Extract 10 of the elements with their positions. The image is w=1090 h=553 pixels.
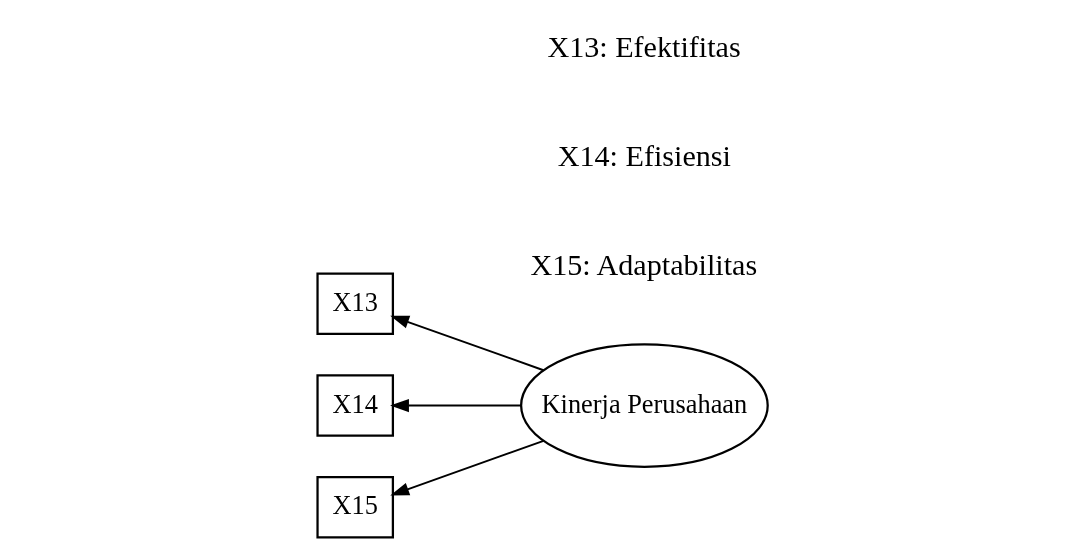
node-box: X15 bbox=[315, 476, 394, 539]
label: X13: Efektifitas bbox=[546, 29, 741, 64]
label: X14: Efisiensi bbox=[557, 138, 731, 173]
node-ellipse: Kinerja Perusahaan bbox=[519, 343, 769, 468]
arrow bbox=[389, 398, 522, 413]
arrow bbox=[389, 439, 544, 496]
label: X15: Adaptabilitas bbox=[529, 248, 757, 283]
node-box: X14 bbox=[315, 374, 394, 437]
arrow bbox=[389, 315, 544, 372]
node-box: X13 bbox=[315, 272, 394, 336]
